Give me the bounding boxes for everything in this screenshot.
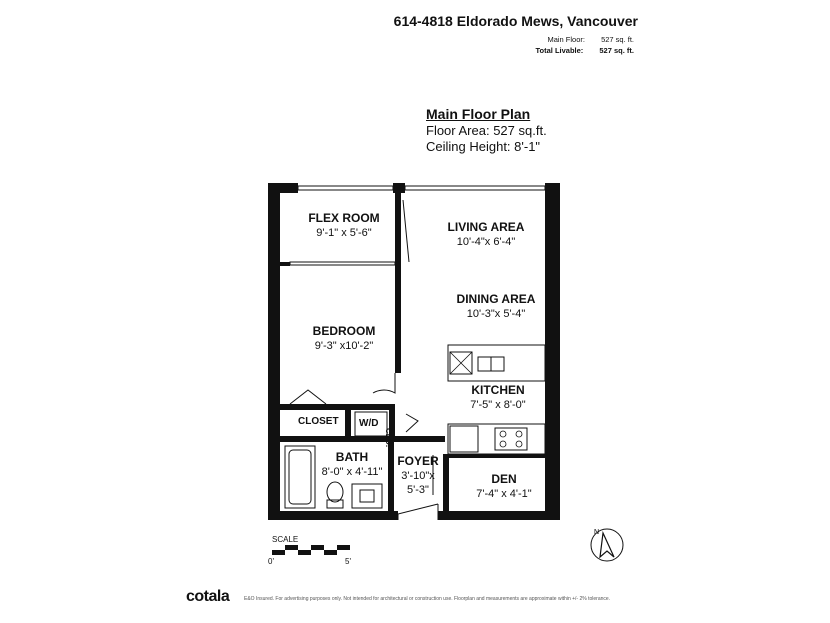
room-dining: DINING AREA 10'-3"x 5'-4"	[450, 292, 542, 320]
room-foyer: FOYER 3'-10"x 5'-3"	[396, 454, 440, 496]
wall-south-west	[268, 511, 398, 520]
scale-title: SCALE	[272, 535, 299, 544]
wall-south-east	[438, 511, 560, 520]
main-floor-label: Main Floor:	[547, 35, 585, 44]
kitchen-dims: 7'-5" x 8'-0"	[470, 399, 526, 411]
brand-logo: cotala	[186, 588, 230, 605]
room-den: DEN 7'-4" x 4'-1"	[462, 472, 546, 500]
total-livable-label: Total Livable:	[535, 46, 584, 55]
flex-bedroom-door	[289, 261, 396, 266]
wall-north-west	[268, 183, 298, 193]
wall-north-mid	[393, 183, 405, 193]
room-flex: FLEX ROOM 9'-1" x 5'-6"	[300, 211, 388, 239]
north-arrow-icon: N	[590, 528, 624, 562]
wd-box	[354, 411, 388, 437]
clo-label: CLO.	[384, 428, 393, 448]
wall-interior-vertical	[395, 193, 401, 373]
living-area-dims: 10'-4"x 6'-4"	[456, 236, 516, 248]
clo-door	[405, 413, 419, 433]
main-floor-row: Main Floor: 527 sq. ft.	[547, 35, 634, 44]
sliding-door-living	[402, 199, 410, 263]
flex-room-dims: 9'-1" x 5'-6"	[316, 227, 372, 239]
wall-bath-top	[280, 436, 445, 442]
wd-label: W/D	[359, 418, 379, 429]
total-livable-row: Total Livable: 527 sq. ft.	[536, 46, 635, 55]
plan-title: Main Floor Plan	[426, 106, 531, 122]
bedroom-door-swing	[372, 373, 396, 394]
scale-zero: 0'	[268, 557, 274, 566]
room-living: LIVING AREA 10'-4"x 6'-4"	[440, 220, 532, 248]
total-livable-value: 527 sq. ft.	[599, 46, 634, 55]
disclaimer: E&O Insured. For advertising purposes on…	[244, 596, 611, 602]
closet-door	[289, 389, 327, 405]
bath-name: BATH	[335, 450, 369, 464]
den-name: DEN	[491, 472, 517, 486]
wall-den-top	[443, 454, 545, 458]
window-flex	[297, 185, 394, 191]
floor-area: Floor Area: 527 sq.ft.	[426, 123, 547, 138]
wall-closet-right	[345, 404, 351, 442]
room-bedroom: BEDROOM 9'-3" x10'-2"	[300, 324, 388, 352]
kitchen-name: KITCHEN	[471, 383, 525, 397]
toilet	[326, 481, 344, 503]
foyer-dims-1: 3'-10"x	[401, 470, 435, 482]
room-kitchen: KITCHEN 7'-5" x 8'-0"	[455, 383, 541, 411]
room-bath: BATH 8'-0" x 4'-11"	[316, 450, 388, 478]
address-title: 614-4818 Eldorado Mews, Vancouver	[393, 13, 638, 29]
foyer-name: FOYER	[397, 454, 439, 468]
wall-east	[545, 183, 560, 520]
window-living	[404, 185, 546, 191]
foyer-dims-2: 5'-3"	[407, 484, 429, 496]
wall-closet-top	[280, 404, 395, 410]
svg-text:N: N	[594, 529, 599, 536]
kitchen-island	[447, 344, 546, 382]
wall-bath-foyer	[388, 442, 394, 511]
entry-door	[397, 503, 439, 520]
bedroom-name: BEDROOM	[312, 324, 376, 338]
bedroom-dims: 9'-3" x10'-2"	[314, 340, 374, 352]
wall-west	[268, 183, 280, 520]
ceiling-height: Ceiling Height: 8'-1"	[426, 139, 541, 154]
scale-five: 5'	[345, 557, 351, 566]
stove	[494, 427, 528, 451]
wall-den-west	[443, 454, 449, 511]
flex-room-name: FLEX ROOM	[308, 211, 380, 225]
bath-dims: 8'-0" x 4'-11"	[321, 466, 383, 478]
bath-sink	[351, 483, 383, 509]
main-floor-value: 527 sq. ft.	[601, 35, 634, 44]
closet-label: CLOSET	[298, 416, 339, 427]
living-area-name: LIVING AREA	[447, 220, 525, 234]
den-dims: 7'-4" x 4'-1"	[476, 488, 532, 500]
dining-area-dims: 10'-3"x 5'-4"	[466, 308, 526, 320]
scale-bar	[272, 545, 350, 555]
dining-area-name: DINING AREA	[456, 292, 536, 306]
bathtub	[284, 445, 316, 509]
